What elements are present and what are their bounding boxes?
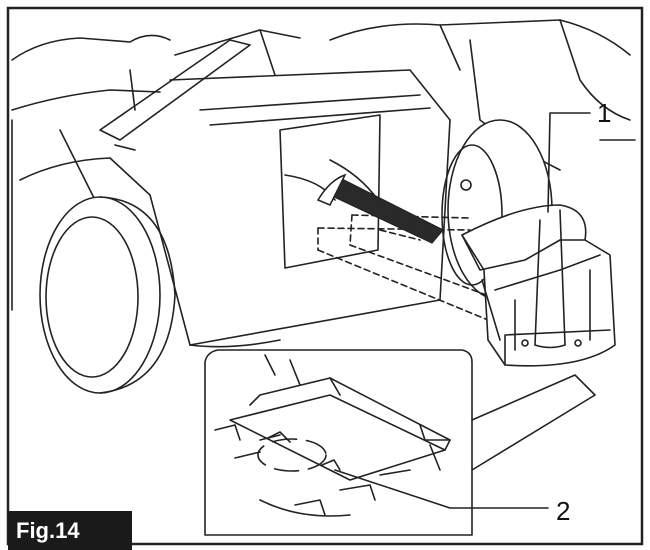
figure-label: Fig.14 [8, 511, 132, 550]
leader-line-1 [547, 112, 591, 213]
mower-body [11, 19, 636, 348]
mulching-plug [461, 204, 616, 367]
callout-number-2: 2 [556, 496, 571, 526]
insert-arrow-icon [316, 173, 444, 244]
mower-handle [99, 29, 301, 151]
callout-number-1: 1 [597, 98, 612, 128]
detail-inset [204, 349, 596, 536]
front-left-wheel [39, 196, 176, 394]
install-guide-lines [317, 214, 501, 321]
leader-line-2 [334, 469, 549, 509]
